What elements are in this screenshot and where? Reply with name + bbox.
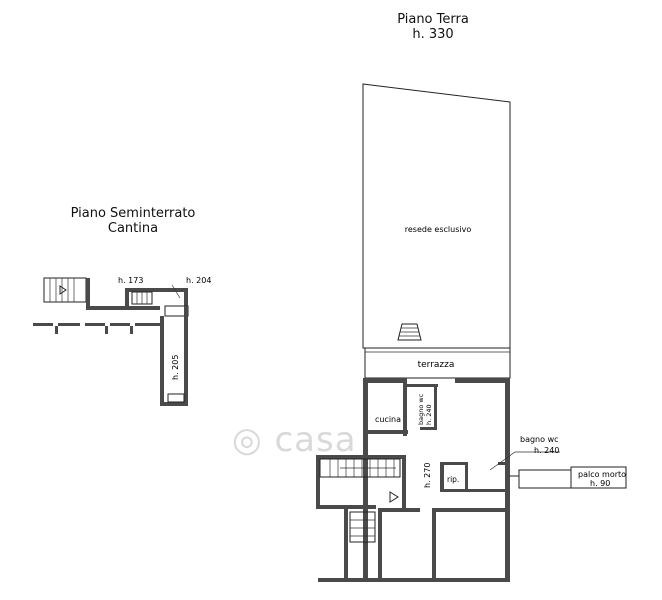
basement-height-a: h. 173	[118, 276, 143, 285]
garden-outline	[362, 83, 511, 349]
garden-label: resede esclusivo	[405, 225, 472, 234]
ground-floor-height: h. 330	[412, 27, 454, 42]
ground-floor-title-text: Piano Terra	[397, 12, 469, 27]
bath1-height: h. 240	[425, 404, 433, 425]
watermark-logo: ◎ casa	[232, 420, 357, 460]
storage-label: rip.	[447, 475, 459, 484]
terrace-outline	[364, 347, 511, 379]
basement-subtitle: Cantina	[107, 221, 159, 236]
basement-title-text: Piano Seminterrato	[70, 206, 196, 221]
loft	[509, 466, 627, 489]
terrace-label: terrazza	[418, 360, 455, 370]
bath2-leader	[489, 451, 560, 471]
watermark-text: casa	[274, 420, 357, 460]
garden-steps	[397, 323, 422, 341]
loft-height: h. 90	[590, 479, 610, 488]
house-walls	[318, 378, 510, 582]
basement-height-c: h. 205	[171, 355, 180, 380]
kitchen-label: cucina	[375, 415, 401, 424]
ground-floor-title: Piano Terra h. 330	[388, 12, 478, 42]
stair-wing	[316, 455, 406, 578]
loft-label: palco morto	[578, 470, 626, 479]
basement-height-b: h. 204	[186, 276, 211, 285]
hall-height: h. 270	[423, 463, 432, 488]
bath2-label: bagno wc	[520, 435, 559, 444]
basement-title: Piano Seminterrato Cantina	[58, 206, 208, 236]
bath2-height: h. 240	[534, 446, 559, 455]
bath1-label: bagno wc	[417, 393, 425, 425]
basement-walls	[33, 277, 189, 406]
watermark-icon: ◎	[232, 420, 263, 460]
